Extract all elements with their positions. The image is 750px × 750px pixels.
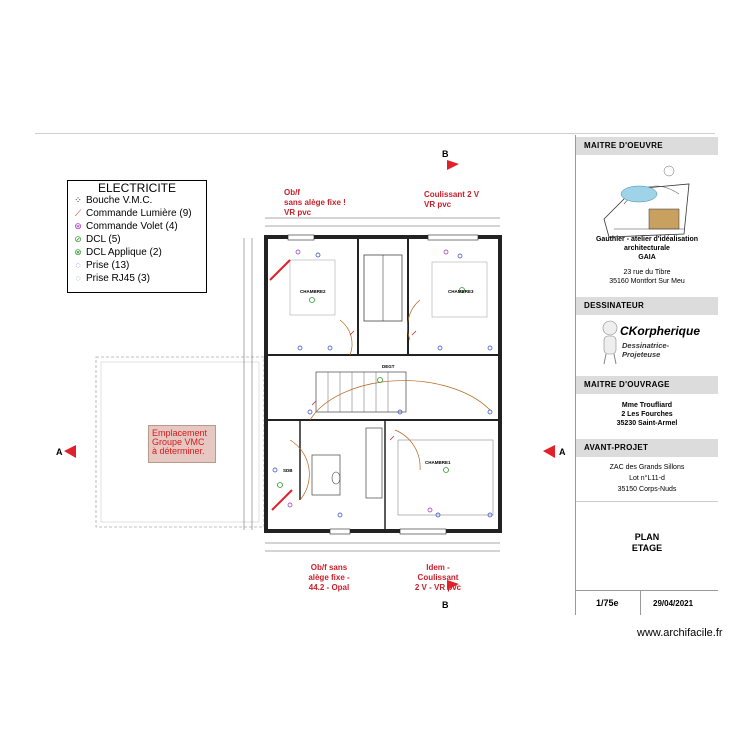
- legend-item-shutter: ⊛ Commande Volet (4): [72, 221, 178, 232]
- legend-item-vmc: ⁘ Bouche V.M.C.: [72, 195, 152, 206]
- electricity-legend: ELECTRICITE ⁘ Bouche V.M.C. ⟋ Commande Lum…: [67, 180, 207, 293]
- switch-icon: ⟋: [74, 208, 82, 218]
- architect-name: Gauthier - atelier d'idéalisation archit…: [595, 236, 699, 261]
- legend-label: Commande Lumière (9): [86, 208, 192, 219]
- section-marker-bottom: [447, 580, 459, 590]
- dessinateur-header: DESSINATEUR: [576, 297, 718, 315]
- vmc-icon: ⁘: [74, 195, 82, 205]
- socket-icon: ◌: [75, 260, 81, 270]
- room-label-degt: DEGT: [382, 364, 395, 369]
- shutter-icon: ⊛: [74, 221, 82, 231]
- legend-item-rj45: ◌ Prise RJ45 (3): [72, 273, 150, 284]
- floor-plan: [95, 217, 502, 552]
- designer-logo: CKorpherique Dessinatrice-Projeteuse: [596, 318, 706, 368]
- section-marker-top: [447, 160, 459, 170]
- section-label-left: A: [56, 447, 63, 457]
- vmc-location-note: Emplacement Groupe VMC à déterminer.: [148, 425, 216, 463]
- section-label-bottom: B: [442, 600, 449, 610]
- watermark: www.archifacile.fr: [637, 627, 723, 639]
- dcl-applique-icon: ⊗: [74, 247, 82, 257]
- architect-address: 23 rue du Tibre 35160 Montfort Sur Meu: [609, 269, 685, 285]
- legend-item-dcl-applique: ⊗ DCL Applique (2): [72, 247, 162, 258]
- section-marker-left: [64, 445, 76, 458]
- architect-sketch: [603, 165, 690, 238]
- site-info: ZAC des Grands Sillons Lot n°L11-d 35150…: [609, 464, 685, 493]
- legend-label: Bouche V.M.C.: [86, 195, 153, 206]
- section-label-top: B: [442, 149, 449, 159]
- legend-label: Prise (13): [86, 260, 130, 271]
- date: 29/04/2021: [653, 599, 694, 608]
- avant-projet-header: AVANT-PROJET: [576, 439, 718, 457]
- client-info: Mme Troufliard 2 Les Fourches 35230 Sain…: [616, 402, 678, 427]
- title-block: MAITRE D'OEUVRE Gauthier - atelier d'idé…: [575, 135, 718, 615]
- legend-item-switch: ⟋ Commande Lumière (9): [72, 208, 192, 219]
- room-label-chambre1: CHAMBRE1: [425, 460, 451, 465]
- legend-label: DCL Applique (2): [86, 247, 162, 258]
- legend-item-dcl: ⊘ DCL (5): [72, 234, 121, 245]
- legend-item-socket: ◌ Prise (13): [72, 260, 129, 271]
- legend-title: ELECTRICITE: [97, 181, 176, 195]
- legend-label: DCL (5): [86, 234, 121, 245]
- maitre-oeuvre-header: MAITRE D'OEUVRE: [576, 137, 718, 155]
- room-label-sdb: SDB: [283, 468, 293, 473]
- section-label-right: A: [559, 447, 566, 457]
- room-label-chambre2: CHAMBRE2: [300, 289, 326, 294]
- section-marker-right: [543, 445, 555, 458]
- legend-label: Commande Volet (4): [86, 221, 178, 232]
- scale: 1/75e: [596, 598, 619, 608]
- top-rule: [35, 133, 715, 134]
- legend-label: Prise RJ45 (3): [86, 273, 150, 284]
- plan-title: PLAN ETAGE: [631, 532, 663, 553]
- dcl-icon: ⊘: [74, 234, 82, 244]
- room-label-chambre3: CHAMBRE3: [448, 289, 474, 294]
- maitre-ouvrage-header: MAITRE D'OUVRAGE: [576, 376, 718, 394]
- rj45-icon: ◌: [75, 273, 81, 283]
